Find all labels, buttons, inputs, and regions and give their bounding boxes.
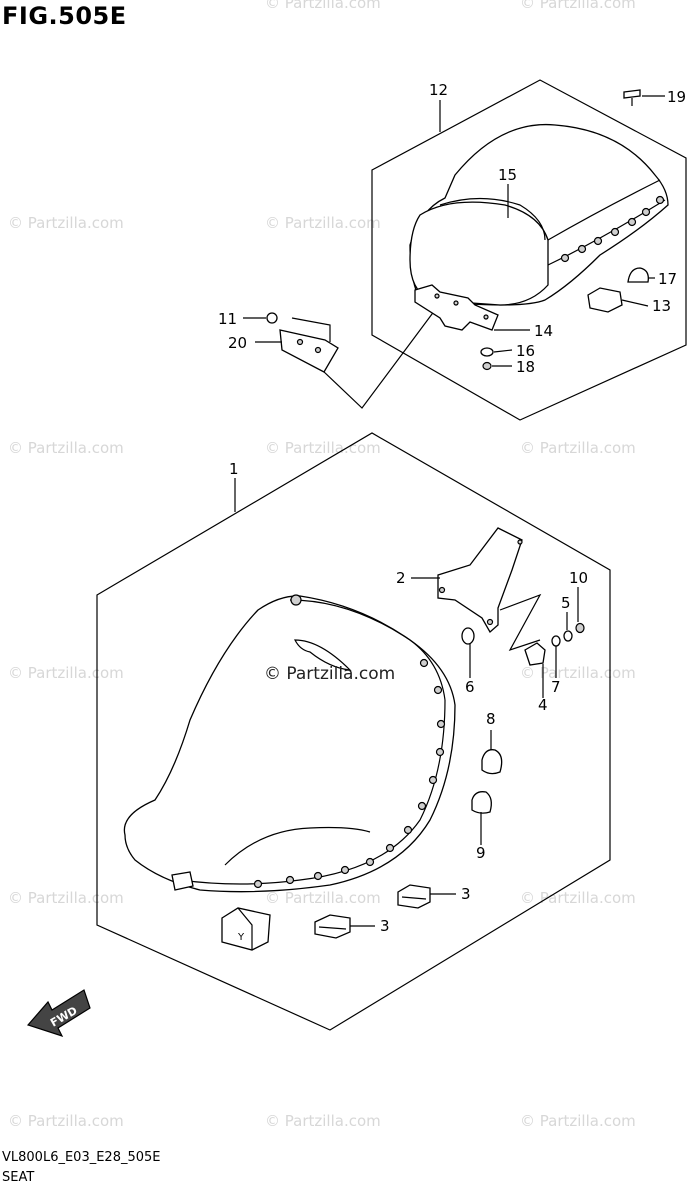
watermark: © Partzilla.com: [265, 439, 381, 457]
callout-numbers: 12 15 19 17 13 14 16 18 11 20 1 2 10 5 6…: [218, 81, 686, 935]
nut-10: [575, 622, 585, 634]
screw-19: [623, 89, 641, 106]
bolt-11: [266, 312, 278, 324]
passenger-clip-13: [587, 287, 623, 313]
callout-20: 20: [228, 334, 247, 352]
figure-code: VL800L6_E03_E28_505E: [2, 1150, 161, 1165]
watermark: © Partzilla.com: [265, 0, 381, 12]
figure-title: FIG.505E: [2, 2, 127, 30]
watermark: © Partzilla.com: [8, 889, 124, 907]
fwd-arrow: FWD: [26, 989, 91, 1038]
watermark: © Partzilla.com: [520, 1112, 636, 1130]
seat-bracket-2: [437, 527, 523, 634]
callout-18: 18: [516, 358, 535, 376]
leader-lines: [234, 95, 665, 927]
passenger-seat-group-outline: [371, 79, 687, 421]
watermark: © Partzilla.com: [265, 889, 381, 907]
collar-7: [551, 635, 561, 647]
main-seat-group-outline: [96, 432, 611, 1031]
label-tag-y: Y: [221, 907, 271, 951]
washer-5: [563, 630, 573, 642]
callout-15: 15: [498, 166, 517, 184]
callout-17: 17: [658, 270, 677, 288]
callout-11: 11: [218, 310, 237, 328]
callout-19: 19: [667, 88, 686, 106]
callout-10: 10: [569, 569, 588, 587]
watermark: © Partzilla.com: [265, 1112, 381, 1130]
label-tag-y-text: Y: [237, 932, 245, 943]
callout-12: 12: [429, 81, 448, 99]
clip-4: [524, 642, 546, 666]
watermark: © Partzilla.com: [520, 889, 636, 907]
watermark: © Partzilla.com: [8, 439, 124, 457]
passenger-seat-bracket: [414, 284, 499, 331]
bracket-20: [279, 317, 339, 373]
watermark: © Partzilla.com: [8, 1112, 124, 1130]
tag-3-upper: [397, 884, 431, 909]
callout-4: 4: [538, 696, 548, 714]
callout-7: 7: [551, 678, 561, 696]
callout-3-lower: 3: [380, 917, 390, 935]
cushion-8: [481, 749, 503, 775]
callout-1: 1: [229, 460, 239, 478]
watermark-center: © Partzilla.com: [264, 664, 395, 684]
callout-16: 16: [516, 342, 535, 360]
watermark: © Partzilla.com: [265, 214, 381, 232]
watermark: © Partzilla.com: [520, 0, 636, 12]
callout-2: 2: [396, 569, 406, 587]
watermark: © Partzilla.com: [8, 664, 124, 682]
callout-8: 8: [486, 710, 496, 728]
cushion-9: [471, 791, 492, 814]
washer-6: [461, 627, 475, 645]
nut-18: [482, 361, 492, 371]
callout-3-upper: 3: [461, 885, 471, 903]
callout-13: 13: [652, 297, 671, 315]
main-seat: [123, 594, 456, 893]
callout-5: 5: [561, 594, 571, 612]
callout-14: 14: [534, 322, 553, 340]
callout-6: 6: [465, 678, 475, 696]
watermark: © Partzilla.com: [520, 664, 636, 682]
cushion-17: [627, 267, 649, 283]
watermark: © Partzilla.com: [8, 214, 124, 232]
connector-line: [321, 309, 436, 409]
connector-line: [499, 593, 542, 652]
watermark: © Partzilla.com: [520, 439, 636, 457]
passenger-seat: [409, 123, 669, 306]
washer-16: [480, 347, 494, 357]
callout-9: 9: [476, 844, 486, 862]
tag-3-lower: [314, 914, 351, 939]
figure-name: SEAT: [2, 1170, 35, 1185]
